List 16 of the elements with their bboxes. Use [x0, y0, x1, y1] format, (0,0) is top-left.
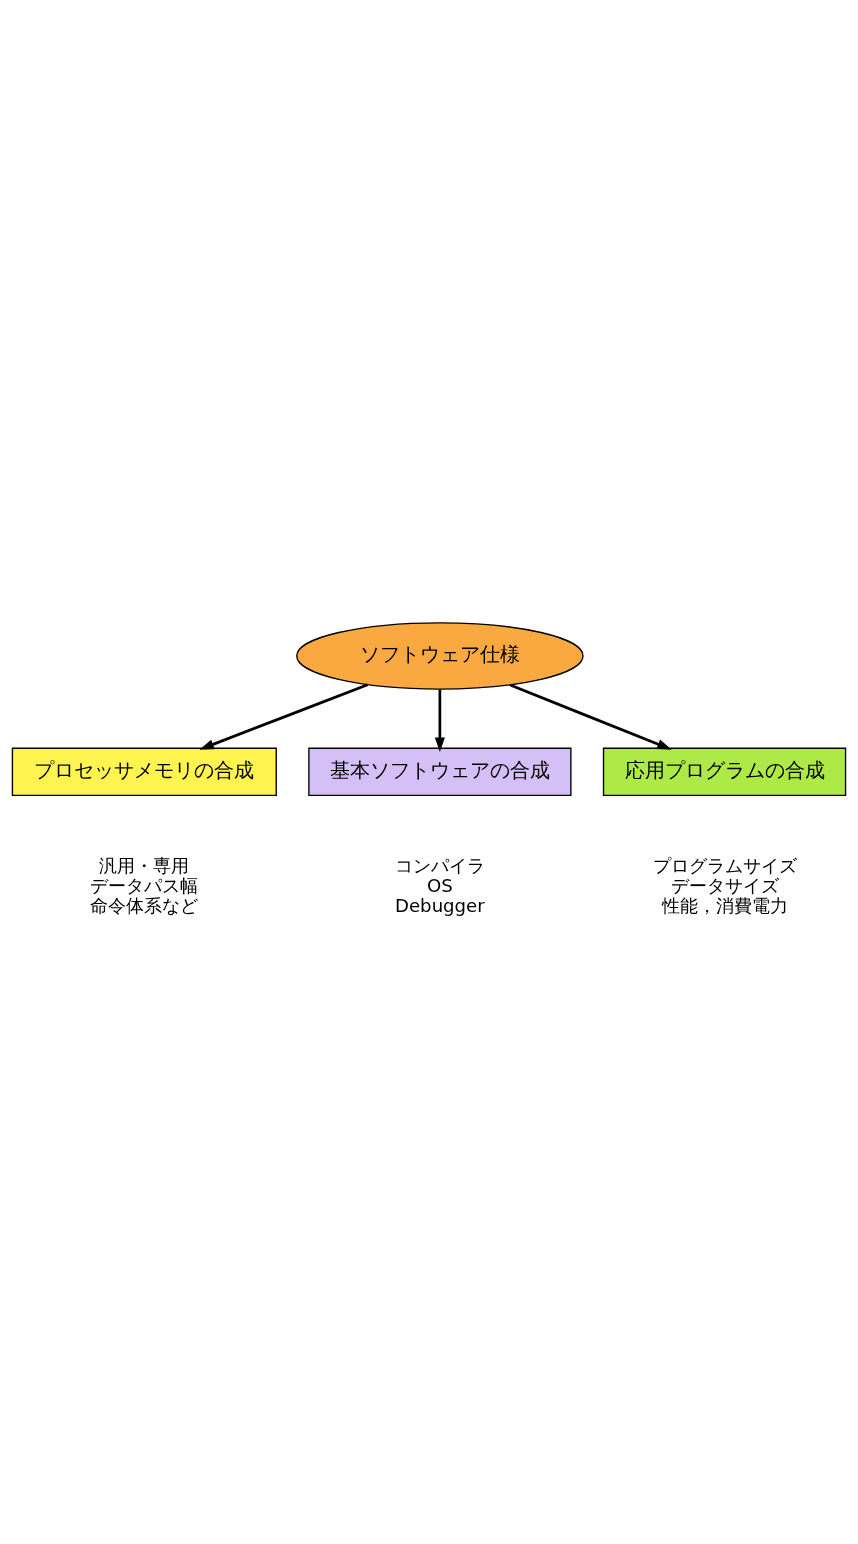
node-ellipse: ソフトウェア仕様 — [296, 622, 584, 690]
arrow — [199, 683, 369, 750]
arrow — [434, 689, 445, 753]
node-box: 応用プログラムの合成 — [602, 747, 847, 797]
arrow — [509, 683, 672, 750]
node-label: OS — [426, 875, 453, 897]
node-label: データサイズ — [670, 875, 779, 897]
node-box: 基本ソフトウェアの合成 — [308, 747, 572, 797]
node-label: 汎用・専用 — [99, 855, 190, 877]
node-label: 命令体系など — [90, 895, 199, 917]
node-label: データパス幅 — [90, 875, 199, 897]
node-box: プロセッサメモリの合成 — [11, 747, 277, 797]
node-label: プログラムサイズ — [652, 855, 797, 877]
node-label: Debugger — [395, 895, 485, 917]
node-label: 性能，消費電力 — [661, 895, 788, 917]
node-label: コンパイラ — [394, 855, 485, 877]
